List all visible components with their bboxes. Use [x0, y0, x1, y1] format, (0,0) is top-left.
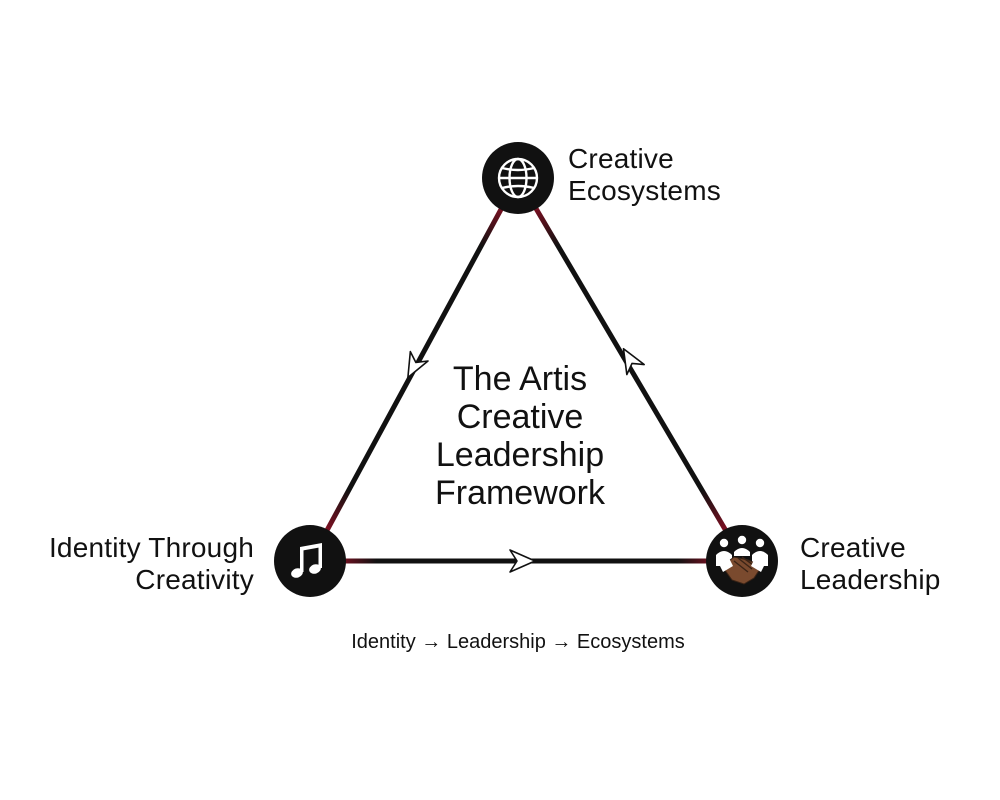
globe-icon — [497, 157, 539, 199]
node-identity-through-creativity — [274, 525, 346, 597]
arrow-bottom-edge-icon — [509, 549, 536, 573]
music-note-icon — [291, 543, 322, 578]
arrow-left-edge-icon — [407, 350, 429, 379]
node-label-creative-leadership: Creative Leadership — [800, 532, 941, 596]
title-line: Leadership — [435, 436, 605, 474]
title-line: Creative — [456, 398, 584, 436]
arrow-right-edge-icon — [622, 347, 645, 376]
title-line: The Artis — [452, 360, 588, 398]
node-label-line: Creative — [568, 143, 674, 174]
title-line: Framework — [434, 474, 606, 512]
node-label-identity-through-creativity: Identity Through Creativity — [0, 532, 254, 596]
node-label-creative-ecosystems: Creative Ecosystems — [568, 143, 721, 207]
node-creative-leadership — [706, 525, 778, 597]
node-label-line: Ecosystems — [568, 175, 721, 206]
node-label-line: Leadership — [800, 564, 941, 595]
framework-title: The Artis Creative Leadership Framework — [410, 360, 630, 512]
node-label-line: Creativity — [135, 564, 254, 595]
handshake-icon — [716, 535, 768, 585]
sequence-caption: Identity → Leadership → Ecosystems — [351, 631, 685, 653]
node-label-line: Creative — [800, 532, 906, 563]
node-label-line: Identity Through — [48, 532, 254, 563]
node-creative-ecosystems — [482, 142, 554, 214]
